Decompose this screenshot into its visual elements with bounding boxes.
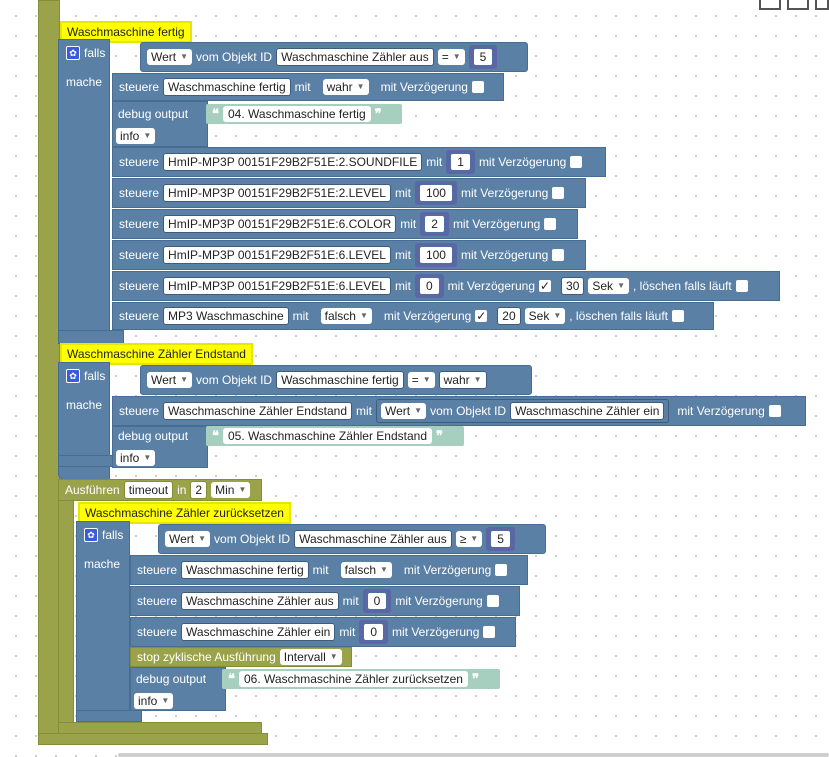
timeout-name-field[interactable]: timeout — [123, 481, 174, 499]
debug-text-2[interactable]: ❝ 05. Waschmaschine Zähler Endstand ❞ — [206, 426, 464, 446]
steuere-row-1[interactable]: steuere Waschmaschine fertig mit wahr▼ m… — [112, 73, 504, 101]
gear-icon[interactable]: ✿ — [66, 369, 80, 383]
if-block-1[interactable] — [58, 39, 110, 342]
timeout-header[interactable]: Ausführen timeout in 2 Min▼ — [58, 479, 262, 501]
timeout-block-bottom — [58, 722, 262, 734]
steuere-row-endstand[interactable]: steuere Waschmaschine Zähler Endstand mi… — [112, 396, 806, 426]
condition-3[interactable]: Wert▼ vom Objekt ID Waschmaschine Zähler… — [158, 524, 546, 554]
operator-dropdown[interactable]: =▼ — [437, 49, 465, 65]
flag-icon[interactable] — [815, 0, 829, 10]
debug-text-1[interactable]: ❝ 04. Waschmaschine fertig ❞ — [206, 104, 402, 124]
gear-icon[interactable]: ✿ — [66, 46, 80, 60]
delay-checkbox-checked[interactable]: ✓ — [539, 279, 552, 293]
steuere-row-zaehler-ein[interactable]: steuere Waschmaschine Zähler ein mit 0 m… — [130, 617, 516, 647]
toolbar-icons — [759, 0, 829, 10]
value-number[interactable]: 5 — [468, 45, 498, 69]
steuere-row-color[interactable]: steuere HmIP-MP3P 00151F29B2F51E:6.COLOR… — [112, 209, 578, 239]
if-block-1-bottom — [58, 330, 124, 344]
bool-dropdown[interactable]: wahr▼ — [322, 79, 369, 95]
falls-label: falls — [84, 46, 106, 60]
object-id-field[interactable]: Waschmaschine Zähler aus — [276, 48, 434, 66]
steuere-row-zaehler-aus[interactable]: steuere Waschmaschine Zähler aus mit 0 m… — [130, 586, 520, 616]
import-icon[interactable] — [787, 0, 809, 10]
steuere-row-fertig-falsch[interactable]: steuere Waschmaschine fertig mit falsch▼… — [130, 555, 528, 585]
condition-2[interactable]: Wert▼ vom Objekt ID Waschmaschine fertig… — [140, 365, 532, 395]
note-waschmaschine-fertig[interactable]: Waschmaschine fertig — [60, 21, 192, 43]
stop-interval-row[interactable]: stop zyklische Ausführung Intervall▼ — [130, 647, 352, 667]
timeout-block[interactable] — [58, 479, 74, 733]
outer-trigger-frame — [38, 0, 60, 745]
outer-trigger-bottom — [38, 733, 268, 745]
debug-block-3[interactable] — [130, 667, 226, 711]
vom-objekt-id-label: vom Objekt ID — [196, 50, 273, 64]
object-id-field[interactable]: Waschmaschine fertig — [163, 78, 291, 96]
wert-dropdown[interactable]: Wert▼ — [147, 49, 193, 65]
mache-label: mache — [66, 75, 103, 89]
debug-level-1[interactable]: info▼ — [116, 128, 156, 144]
steuere-row-level-2[interactable]: steuere HmIP-MP3P 00151F29B2F51E:2.LEVEL… — [112, 178, 586, 208]
steuere-row-soundfile[interactable]: steuere HmIP-MP3P 00151F29B2F51E:2.SOUND… — [112, 147, 606, 177]
note-waschmaschine-zaehler-zuruecksetzen[interactable]: Waschmaschine Zähler zurücksetzen — [78, 502, 291, 524]
steuere-row-mp3[interactable]: steuere MP3 Waschmaschine mit falsch▼ mi… — [112, 302, 714, 330]
export-icon[interactable] — [759, 0, 781, 10]
if-label-row-1: ✿ falls — [60, 40, 105, 66]
debug-text-3[interactable]: ❝ 06. Waschmaschine Zähler zurücksetzen … — [222, 669, 500, 689]
horizontal-scrollbar[interactable] — [118, 753, 829, 757]
steuere-row-level-6-delay[interactable]: steuere HmIP-MP3P 00151F29B2F51E:6.LEVEL… — [112, 271, 780, 301]
delay-checkbox[interactable] — [471, 81, 484, 93]
if-block-3[interactable] — [76, 521, 130, 721]
debug-row-1: debug output — [118, 107, 189, 121]
gear-icon[interactable]: ✿ — [84, 528, 98, 542]
condition-1[interactable]: Wert▼ vom Objekt ID Waschmaschine Zähler… — [140, 42, 528, 72]
steuere-row-level-6[interactable]: steuere HmIP-MP3P 00151F29B2F51E:6.LEVEL… — [112, 240, 586, 270]
note-waschmaschine-zaehler-endstand[interactable]: Waschmaschine Zähler Endstand — [60, 343, 253, 365]
